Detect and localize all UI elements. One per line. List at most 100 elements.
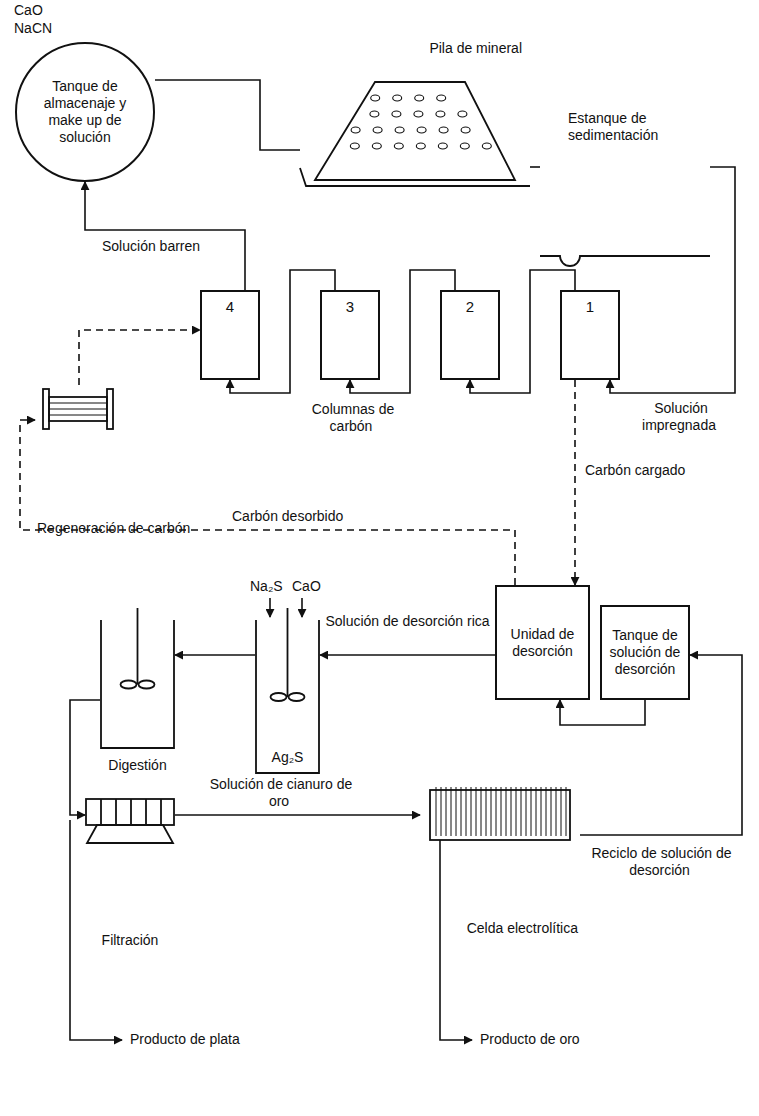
- ore-rock: [417, 127, 426, 133]
- electrode: [511, 787, 512, 836]
- agitator-blade: [139, 681, 155, 689]
- ore-rock: [458, 111, 467, 117]
- electrode: [451, 787, 452, 836]
- filter-plate: [130, 799, 132, 825]
- ore-rock: [438, 143, 447, 149]
- node-text: Pila de mineral: [429, 40, 522, 57]
- settling-pond: Estanque de sedimentación: [540, 110, 710, 264]
- electrode: [556, 787, 557, 836]
- ore-rock: [392, 111, 401, 117]
- ore-rock: [414, 111, 423, 117]
- ore-rock: [393, 95, 402, 101]
- electrode: [456, 787, 457, 836]
- electrode: [496, 787, 497, 836]
- node-text: Digestión: [108, 757, 166, 774]
- flow-label-text: Solución barren: [100, 238, 202, 254]
- solution-flow: [70, 700, 100, 815]
- note-text: Producto de oro: [478, 1031, 582, 1047]
- flow-label: Solución impregnada: [620, 400, 740, 434]
- electrode: [521, 787, 522, 836]
- heap-pad: [300, 168, 530, 186]
- shape-outline: [100, 620, 175, 774]
- ore-rock: [350, 143, 359, 149]
- electrode: [491, 787, 492, 836]
- carbon-flow: [20, 420, 515, 585]
- electrode: [446, 787, 447, 836]
- node-text: 4: [226, 298, 234, 316]
- shape-outline: [35, 385, 200, 539]
- flow-label-text: Solución impregnada: [642, 400, 718, 433]
- electrode: [466, 787, 467, 836]
- note-text: Producto de plata: [128, 1031, 242, 1047]
- flow-label-text: Reciclo de solución de desorción: [589, 845, 731, 878]
- ore-rock: [482, 143, 491, 149]
- carbon-column: 2: [440, 290, 500, 380]
- solution-flow: [530, 166, 540, 168]
- node-text: Ag₂S: [272, 749, 304, 766]
- ore-rock: [415, 95, 424, 101]
- electrode: [546, 787, 547, 836]
- flow-label: Carbón desorbido: [230, 508, 390, 525]
- filter-plate: [100, 799, 102, 825]
- product-arrow: [70, 820, 122, 1040]
- reagent-arrow: [301, 598, 303, 617]
- filter-press: Filtración: [85, 795, 175, 949]
- carbon-flow: [574, 380, 576, 585]
- note-text: NaCN: [12, 20, 54, 36]
- agitator-blade: [121, 681, 137, 689]
- filter-plate: [145, 799, 147, 825]
- electrode: [461, 787, 462, 836]
- ore-rock: [460, 143, 469, 149]
- electrode: [441, 787, 442, 836]
- ore-rock: [394, 143, 403, 149]
- node-text: Regeneración de carbón: [37, 520, 190, 537]
- flow-label: Carbón cargado: [583, 462, 703, 479]
- electrode: [471, 787, 472, 836]
- note-label: CaO: [290, 578, 326, 595]
- node-text: Unidad de desorción: [503, 626, 582, 660]
- digestion-tank: Digestión: [100, 620, 175, 774]
- node-text: 1: [586, 298, 594, 316]
- filter-stand: [87, 825, 173, 843]
- note-label: CaO: [12, 2, 72, 19]
- process-box: Unidad de desorción: [495, 585, 590, 700]
- ore-rock: [437, 95, 446, 101]
- shape-outline: [85, 795, 175, 949]
- note-label: Producto de oro: [478, 1031, 638, 1048]
- ore-rock: [439, 127, 448, 133]
- carbon-flow: [79, 330, 200, 385]
- flow-label-text: Solución de desorción rica: [323, 613, 491, 629]
- agitator-blade: [289, 693, 305, 701]
- flow-label-text: Carbón cargado: [583, 462, 687, 478]
- precipitation-tank: Ag₂S: [255, 620, 320, 774]
- node-text: Tanque de almacenaje y make up de soluci…: [31, 78, 139, 145]
- note-label: Producto de plata: [128, 1031, 288, 1048]
- flow-label: Reciclo de solución de desorción: [588, 845, 733, 879]
- flow-label: Solución de desorción rica: [320, 613, 495, 630]
- electrode: [506, 787, 507, 836]
- kiln-body: [49, 397, 107, 421]
- flow-label-text: Carbón desorbido: [230, 508, 345, 524]
- note-text: Na₂S: [248, 578, 285, 594]
- electrode: [436, 787, 437, 836]
- carbon-column: 4: [200, 290, 260, 380]
- process-box: Tanque de solución de desorción: [600, 605, 690, 700]
- note-label: NaCN: [12, 20, 72, 37]
- flow-label: Solución barren: [100, 238, 230, 255]
- ore-rock: [461, 127, 470, 133]
- agitator-blade: [271, 693, 287, 701]
- ore-rock: [351, 127, 360, 133]
- storage-tank: Tanque de almacenaje y make up de soluci…: [15, 42, 155, 182]
- kiln-tube: [49, 415, 107, 416]
- electrode: [501, 787, 502, 836]
- solution-flow: [175, 814, 420, 816]
- electrode: [516, 787, 517, 836]
- pond-outline: [540, 256, 710, 266]
- note-text: Columnas de carbón: [310, 401, 395, 434]
- ore-rock: [372, 143, 381, 149]
- reagent-arrow: [269, 598, 271, 617]
- carbon-column: 1: [560, 290, 620, 380]
- node-text: Estanque de sedimentación: [568, 110, 698, 144]
- flow-label-text: Solución de cianuro de oro: [208, 776, 352, 809]
- solution-flow: [560, 700, 645, 725]
